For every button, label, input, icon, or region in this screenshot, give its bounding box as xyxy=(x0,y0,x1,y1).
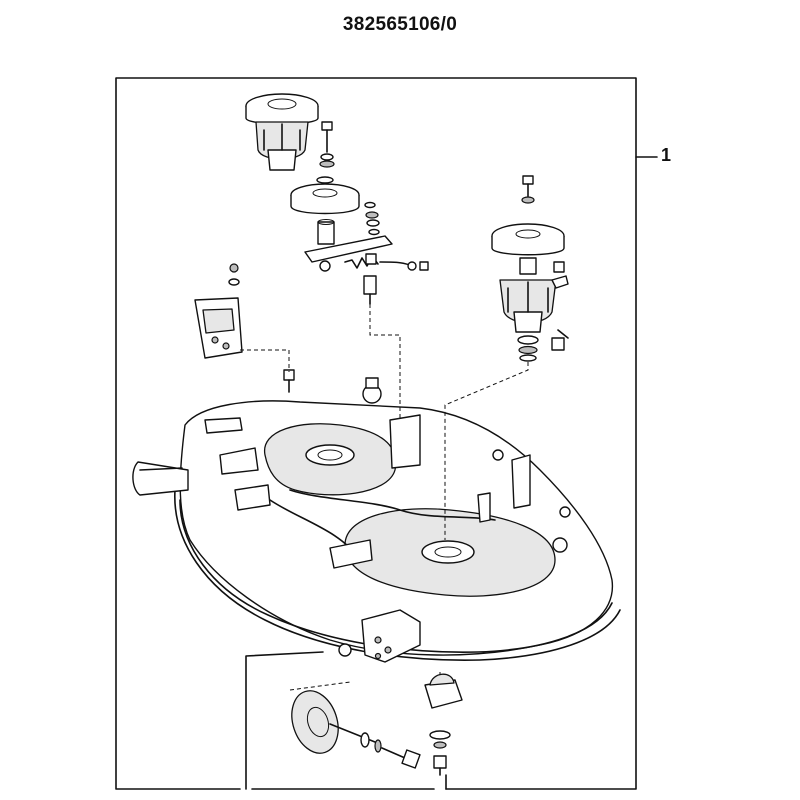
idler-hardware-stack xyxy=(363,201,380,305)
front-hanger-bracket xyxy=(338,609,421,663)
left-bolt-and-washers xyxy=(319,121,335,168)
bottom-leader-lines xyxy=(245,651,447,790)
callout-number-1: 1 xyxy=(661,145,672,165)
alignment-dashed-lines xyxy=(240,304,529,700)
left-spindle-pulley-assembly xyxy=(245,93,319,171)
side-mount-bracket xyxy=(194,263,295,393)
anti-scalp-wheel-bracket xyxy=(424,673,463,776)
gauge-wheel-assembly xyxy=(291,690,421,769)
right-spindle-bolt xyxy=(551,261,569,351)
parts-frame xyxy=(115,77,658,790)
diagram-title: 382565106/0 xyxy=(342,14,458,35)
right-spindle-pulley-assembly xyxy=(491,175,565,362)
mower-deck xyxy=(132,377,621,661)
idler-pulley-assembly xyxy=(290,176,429,272)
